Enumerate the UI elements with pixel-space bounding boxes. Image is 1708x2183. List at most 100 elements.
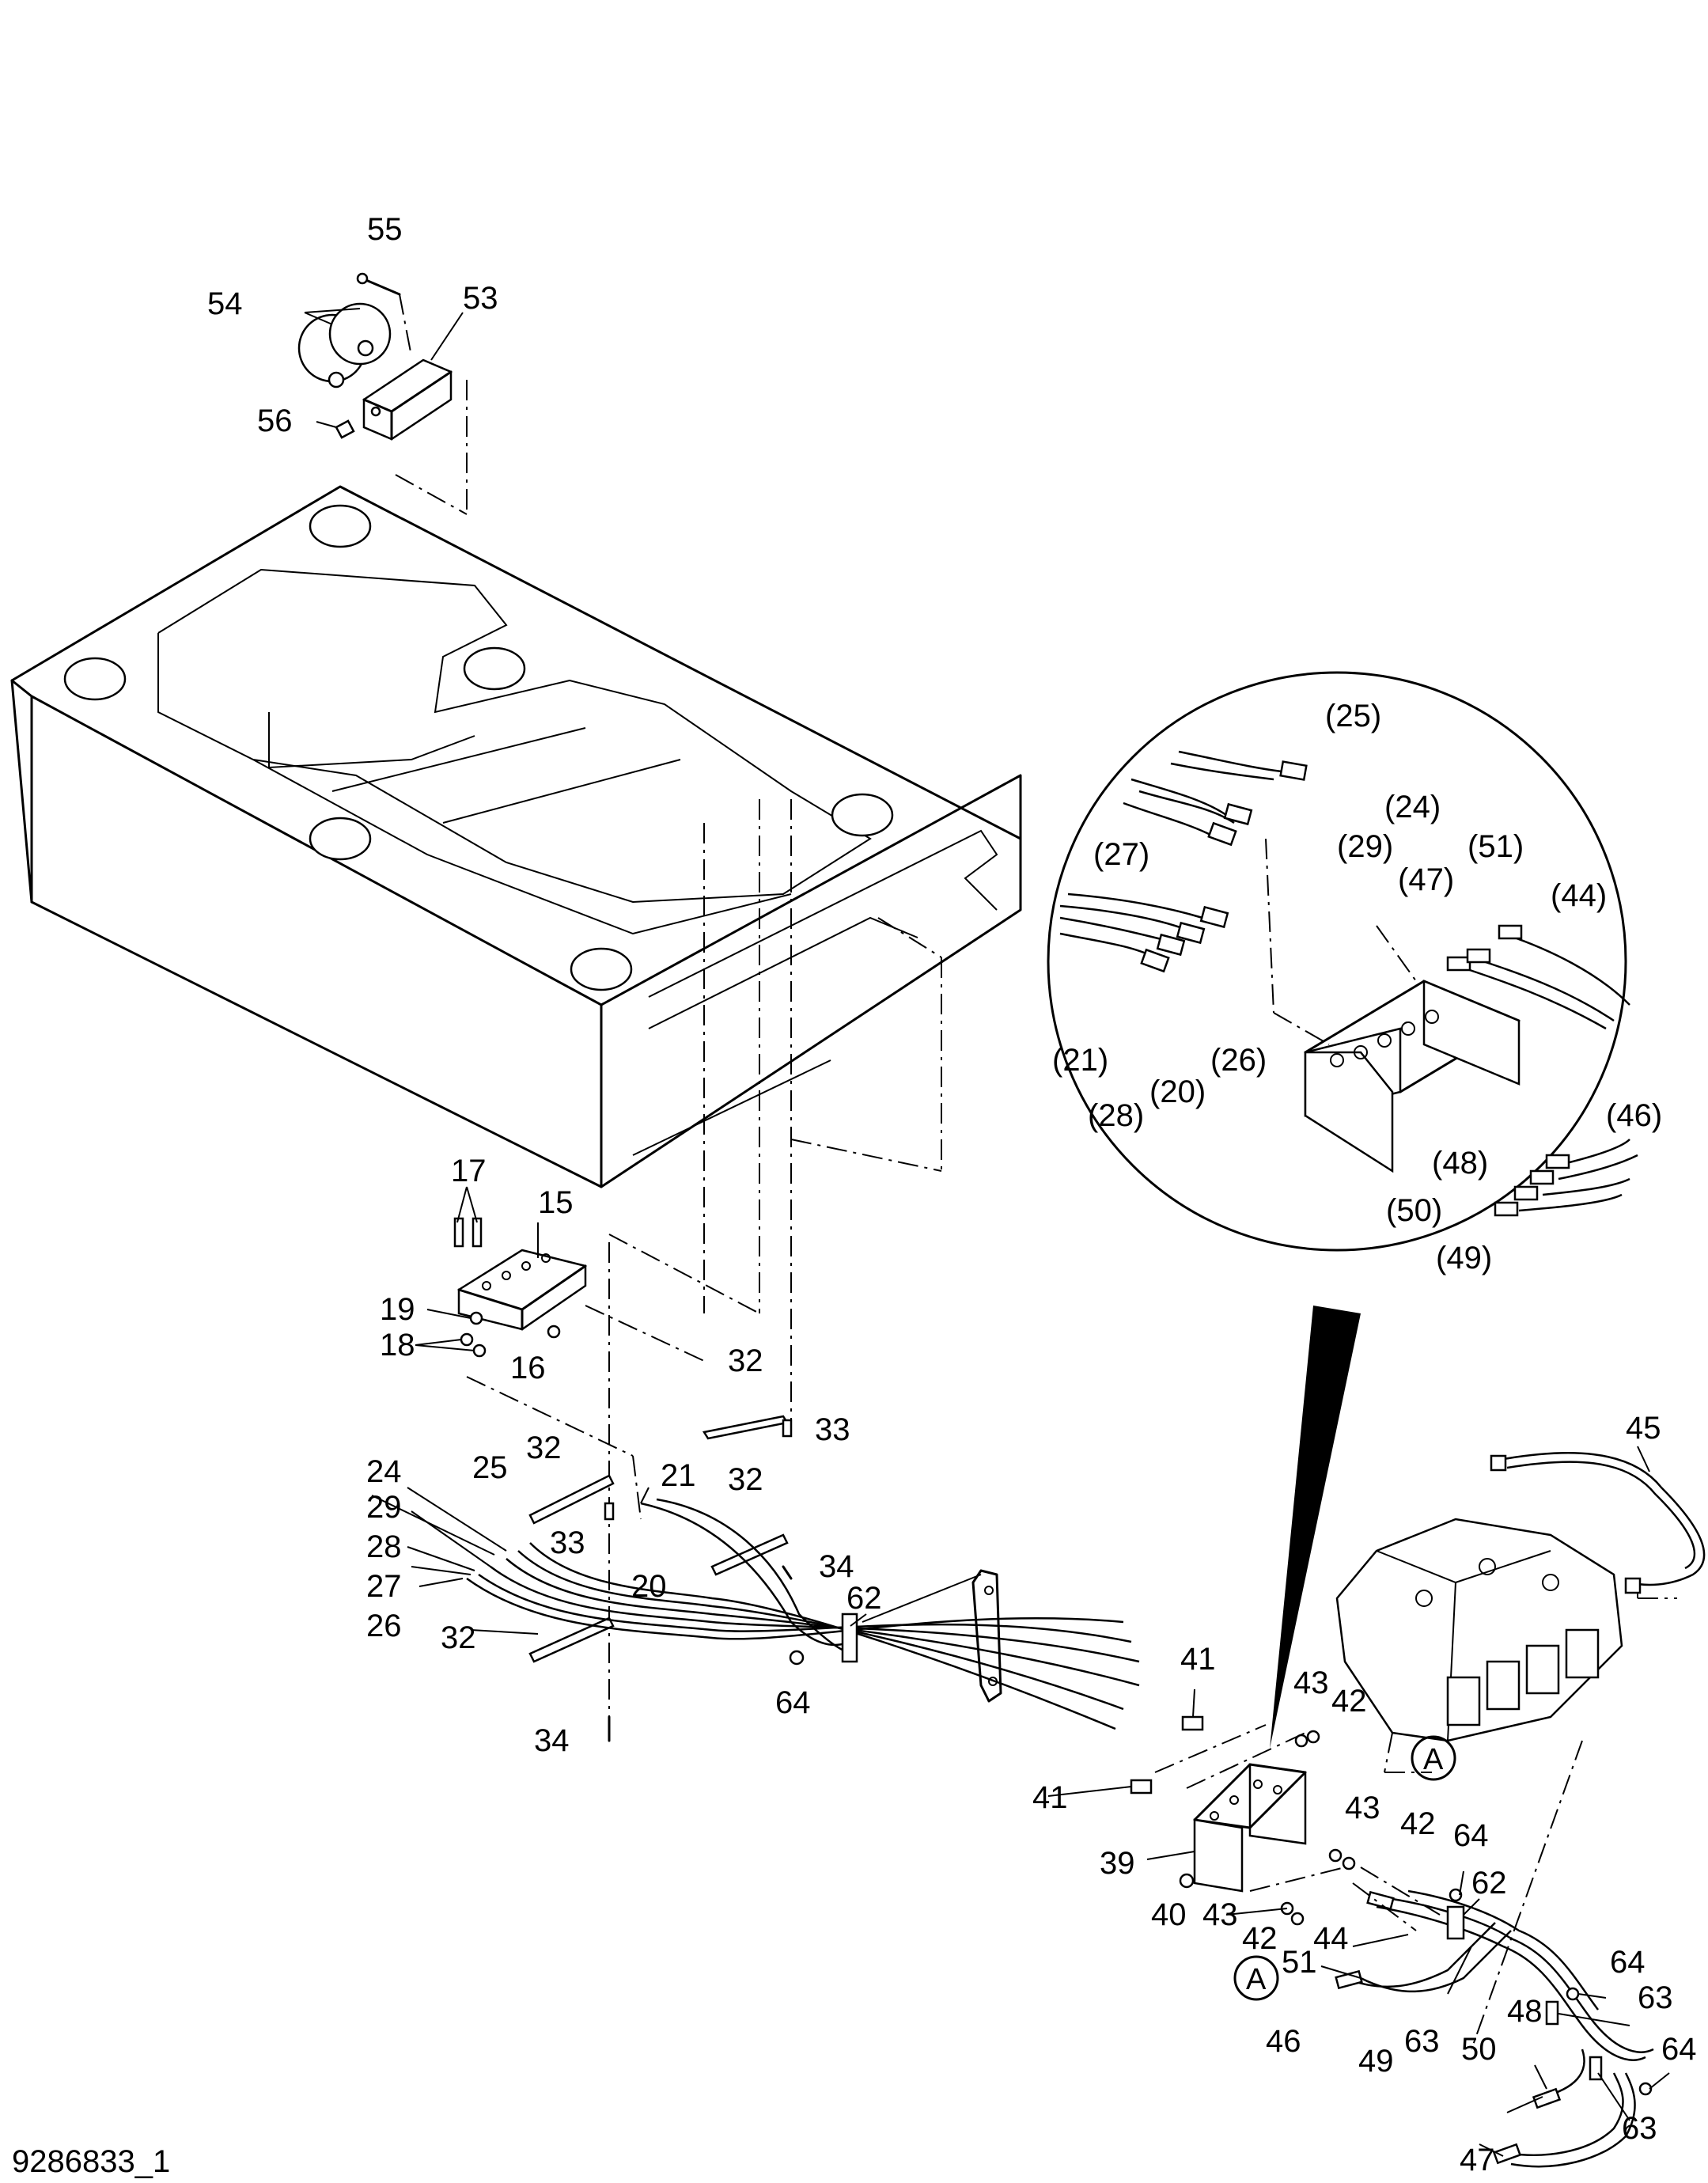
nut-42-c	[1290, 1912, 1305, 1926]
callout-20: 20	[631, 1569, 667, 1604]
fitting-17-b	[471, 1217, 483, 1248]
reference-label-a-2: A	[1246, 1963, 1267, 1996]
callout-63-b: 63	[1638, 1980, 1673, 2015]
washer-18	[460, 1332, 474, 1347]
spacer-33-b	[604, 1502, 615, 1521]
callout-labels: 55 54 53 56 17 15 19 18 16 32 33 32 32 3…	[207, 212, 1697, 2177]
callout-45: 45	[1626, 1411, 1661, 1446]
callout-44: 44	[1313, 1921, 1349, 1956]
callout-26: 26	[366, 1609, 402, 1643]
nut-42-b	[1342, 1856, 1356, 1870]
lower-hoses	[1335, 1867, 1654, 2168]
bolt-16	[547, 1325, 561, 1339]
callout-64-d: 64	[1661, 2032, 1697, 2067]
reference-circle-a-1	[1411, 1735, 1456, 1781]
bolt-55	[361, 277, 401, 296]
lamp-assembly	[297, 272, 468, 515]
clamp-32-b	[528, 1474, 615, 1525]
clamp-32-a	[702, 1415, 790, 1440]
lamp-54-right	[328, 302, 392, 366]
callout-50: 50	[1461, 2032, 1497, 2067]
nut-64-d	[1449, 1888, 1463, 1902]
detail-callout-26: (26)	[1210, 1043, 1267, 1078]
detail-callout-49: (49)	[1436, 1241, 1492, 1275]
callout-32-b: 32	[526, 1431, 562, 1465]
bolt-34-a	[782, 1565, 793, 1580]
reference-circle-a-2	[1233, 1955, 1279, 2001]
callout-39: 39	[1100, 1846, 1135, 1881]
drawing-number: 9286833_1	[12, 2144, 170, 2179]
callout-17: 17	[451, 1154, 487, 1188]
callout-43-a: 43	[1293, 1666, 1329, 1700]
callout-49: 49	[1358, 2044, 1394, 2079]
callout-19: 19	[380, 1292, 415, 1327]
callout-42-c: 42	[1242, 1921, 1278, 1956]
callout-64-a: 64	[775, 1685, 811, 1720]
callout-53: 53	[463, 281, 498, 316]
callout-42-a: 42	[1331, 1684, 1367, 1719]
callout-34-b: 34	[534, 1723, 570, 1758]
callout-25: 25	[472, 1450, 508, 1485]
callout-64-c: 64	[1610, 1945, 1646, 1980]
detail-callout-29: (29)	[1337, 829, 1393, 864]
callout-32-a: 32	[728, 1344, 763, 1378]
callout-24: 24	[366, 1454, 402, 1489]
clamp-32-d	[528, 1616, 615, 1663]
callout-55: 55	[367, 212, 403, 247]
clamp-63-a	[1545, 2000, 1559, 2026]
washer-19	[469, 1311, 483, 1325]
detail-callout-47: (47)	[1398, 862, 1454, 897]
callout-21: 21	[661, 1458, 696, 1493]
detail-callout-48: (48)	[1432, 1146, 1488, 1181]
callout-54: 54	[207, 286, 243, 321]
callout-16: 16	[510, 1351, 546, 1385]
callout-34-a: 34	[819, 1549, 854, 1584]
callout-51: 51	[1282, 1945, 1317, 1980]
nut-56	[335, 419, 355, 439]
nut-42-a	[1306, 1730, 1320, 1744]
callout-32-d: 32	[441, 1620, 476, 1655]
detail-callout-51: (51)	[1468, 829, 1524, 864]
nut-64-a	[789, 1650, 805, 1666]
clamps	[528, 1415, 793, 1742]
clamp-32-c	[710, 1533, 789, 1576]
fitting-17-a	[453, 1217, 464, 1248]
hose-bundle	[466, 1498, 1140, 1730]
mounting-plate-15	[453, 1217, 587, 1358]
detail-callout-labels: (25) (24) (29) (27) (51) (47) (44) (21) …	[1052, 699, 1662, 1275]
support-bracket	[862, 1569, 1002, 1703]
callout-29: 29	[366, 1490, 402, 1525]
detail-callout-21: (21)	[1052, 1043, 1108, 1078]
callout-27: 27	[366, 1569, 402, 1604]
callout-18: 18	[380, 1328, 415, 1362]
valve-bracket-39	[1130, 1715, 1356, 1926]
nut-64-b	[1566, 1987, 1580, 2001]
callout-33-a: 33	[815, 1412, 850, 1447]
clamp-62-a	[841, 1613, 858, 1663]
callout-15: 15	[538, 1185, 574, 1220]
callout-47: 47	[1460, 2143, 1495, 2177]
callout-42-b: 42	[1400, 1806, 1436, 1841]
detail-view	[1047, 671, 1638, 1252]
callout-33-b: 33	[550, 1525, 585, 1560]
detail-pointer	[1270, 1306, 1361, 1749]
callout-64-b: 64	[1453, 1818, 1489, 1853]
callout-56: 56	[257, 404, 293, 438]
detail-callout-25: (25)	[1325, 699, 1381, 733]
callout-41-b: 41	[1032, 1780, 1068, 1815]
pilot-hose-45	[1490, 1452, 1706, 1594]
fitting-41-b	[1130, 1779, 1153, 1795]
callout-43-c: 43	[1202, 1897, 1238, 1932]
callout-46: 46	[1266, 2024, 1301, 2059]
callout-32-c: 32	[728, 1462, 763, 1497]
detail-callout-50: (50)	[1386, 1193, 1442, 1228]
main-frame	[10, 485, 1022, 1188]
detail-callout-27: (27)	[1093, 837, 1149, 872]
assembly-lines	[466, 799, 942, 1741]
callout-28: 28	[366, 1529, 402, 1564]
bolt-40	[1179, 1873, 1195, 1889]
detail-callout-20: (20)	[1149, 1074, 1206, 1109]
control-valve	[1335, 1518, 1677, 2050]
reference-label-a-1: A	[1423, 1743, 1444, 1776]
